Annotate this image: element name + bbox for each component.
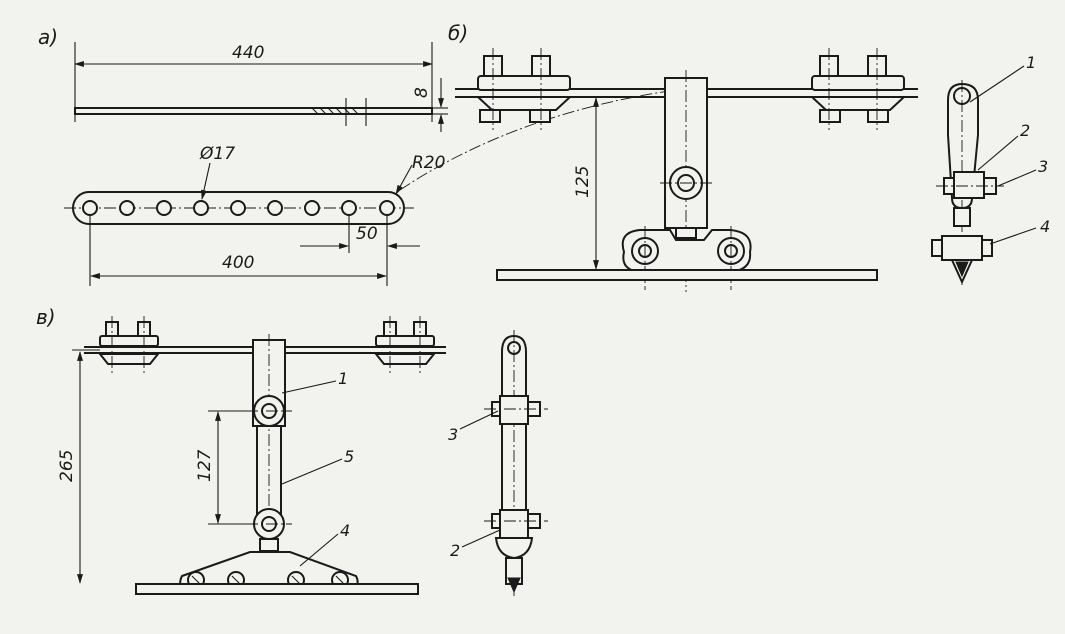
dim-hole: Ø17 bbox=[199, 144, 235, 164]
panel-a-label: а) bbox=[38, 25, 58, 49]
panel-v: в) bbox=[36, 305, 548, 596]
callout-v-4: 4 bbox=[340, 521, 350, 540]
callout-b-1: 1 bbox=[1026, 53, 1036, 72]
strip-plan-view bbox=[64, 191, 414, 225]
callout-b-4: 4 bbox=[1040, 217, 1050, 236]
callout-v-side-3: 3 bbox=[448, 425, 458, 444]
wire-clamp-left-v bbox=[97, 316, 161, 376]
bar-and-link bbox=[246, 334, 292, 580]
dim-height-b: 125 bbox=[573, 166, 593, 198]
panel-b: б) bbox=[448, 21, 1050, 292]
dim-height-v: 265 bbox=[57, 450, 77, 482]
earth-strip-v bbox=[135, 583, 419, 595]
wire-clamp-right-v bbox=[373, 316, 437, 376]
callout-b-3: 3 bbox=[1038, 157, 1048, 176]
side-view-b bbox=[931, 80, 1004, 285]
callout-v-side-2: 2 bbox=[450, 541, 460, 560]
dim-length-top: 440 bbox=[232, 43, 264, 63]
earth-strip bbox=[496, 269, 878, 281]
side-view-v bbox=[484, 330, 548, 596]
dim-pitch: 50 bbox=[356, 224, 378, 244]
panel-a: а) 440 8 bbox=[38, 25, 691, 286]
callout-b-2: 2 bbox=[1020, 121, 1030, 140]
dim-link: 127 bbox=[195, 449, 215, 482]
panel-v-label: в) bbox=[36, 305, 56, 329]
wire-clamp-left bbox=[475, 48, 573, 130]
wire-clamp-right bbox=[809, 48, 907, 130]
rigid-bar bbox=[660, 70, 712, 292]
projection-line bbox=[399, 87, 691, 191]
dim-thickness: 8 bbox=[412, 87, 432, 98]
callout-v-5: 5 bbox=[344, 447, 354, 466]
dim-radius: R20 bbox=[412, 153, 445, 173]
dim-length-bottom: 400 bbox=[222, 253, 254, 273]
strip-side-view bbox=[74, 42, 433, 126]
panel-b-label: б) bbox=[448, 21, 468, 45]
callout-v-1: 1 bbox=[338, 369, 348, 388]
